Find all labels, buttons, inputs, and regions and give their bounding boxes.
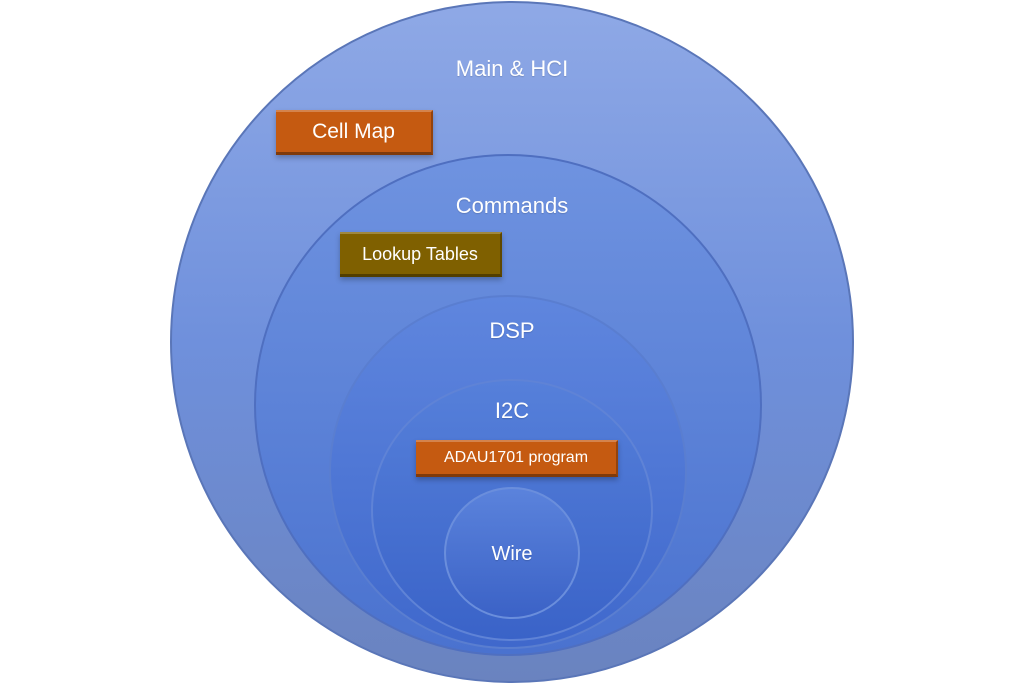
layer-wire-circle	[444, 487, 580, 619]
layer-label-i2c: I2C	[494, 398, 530, 423]
tag-lookup-tables: Lookup Tables	[340, 232, 502, 277]
layer-label-wire: Wire	[491, 543, 533, 565]
layer-label-commands: Commands	[455, 193, 569, 218]
tag-adau1701-program: ADAU1701 program	[416, 440, 618, 477]
tag-cell-map: Cell Map	[276, 110, 433, 155]
layer-label-dsp: DSP	[489, 318, 535, 343]
layer-label-main: Main & HCI	[455, 56, 569, 81]
